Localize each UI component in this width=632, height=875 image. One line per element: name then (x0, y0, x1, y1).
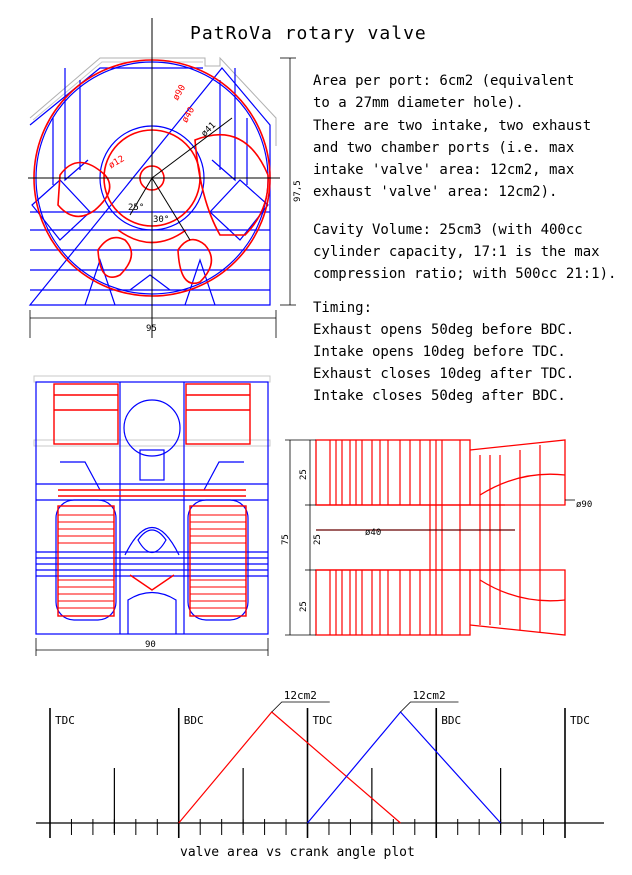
dim-label: ø90 (576, 500, 592, 510)
spec-line: Cavity Volume: 25cm3 (with 400cc (313, 222, 583, 238)
spec-line: Area per port: 6cm2 (equivalent (313, 73, 574, 89)
spec-line: to a 27mm diameter hole). (313, 95, 524, 111)
spec-notes: Area per port: 6cm2 (equivalent to a 27m… (313, 73, 616, 404)
plan-view: 90 (33, 375, 271, 656)
plot-peak-leader (271, 701, 330, 713)
plot-peak-label: 12cm2 (284, 689, 317, 702)
dim-label: ø41 (200, 121, 219, 140)
plot-marker-label: TDC (570, 714, 590, 727)
spec-line: Intake closes 50deg after BDC. (313, 388, 566, 404)
dim-label: ø40 (180, 106, 197, 125)
plot-caption: valve area vs crank angle plot (180, 845, 415, 860)
plot-peaks: 12cm2 12cm2 (271, 689, 459, 713)
side-view: 25 25 25 75 ø40 ø90 (281, 439, 592, 636)
dim-label: 25 (299, 601, 309, 612)
spec-line: Intake opens 10deg before TDC. (313, 344, 566, 360)
spec-line: and two chamber ports (i.e. max (313, 140, 574, 156)
spec-line: compression ratio; with 500cc 21:1). (313, 266, 616, 282)
plot-series-line (178, 711, 401, 824)
plot-marker-label: BDC (441, 714, 461, 727)
dim-label: 95 (146, 324, 157, 334)
plot-peak-leader (400, 701, 459, 713)
drawing-title: PatRoVa rotary valve (190, 23, 427, 44)
dim-label: 75 (281, 534, 291, 545)
valve-area-plot: TDC BDC TDC BDC TDC 12cm2 12cm2 valve area vs… (36, 689, 604, 860)
plot-marker-label: BDC (184, 714, 204, 727)
plan-housing (35, 381, 269, 635)
dim-label: ø12 (107, 154, 126, 171)
dim-label: ø90 (171, 83, 188, 102)
dim-label: 30° (153, 215, 169, 225)
plot-series (178, 711, 502, 824)
spec-line: Exhaust opens 50deg before BDC. (313, 322, 574, 338)
side-rotor (315, 439, 566, 636)
spec-line: exhaust 'valve' area: 12cm2). (313, 184, 557, 200)
center-lines (28, 18, 280, 338)
plot-peak-label: 12cm2 (412, 689, 445, 702)
plan-dimension (35, 638, 269, 656)
dim-label: 25 (313, 534, 323, 545)
spec-line: Exhaust closes 10deg after TDC. (313, 366, 574, 382)
front-view: ø90 ø40 ø41 ø12 25° 30° 97,5 95 (28, 18, 303, 338)
dim-label: 97,5 (293, 180, 303, 202)
spec-line: Timing: (313, 300, 372, 316)
side-dimensions (285, 439, 575, 636)
dim-label: 25 (299, 469, 309, 480)
plot-markers: TDC BDC TDC BDC TDC (49, 708, 590, 838)
plan-hatch (58, 514, 246, 609)
plot-marker-label: TDC (313, 714, 333, 727)
dim-label: 25° (128, 203, 144, 213)
housing-outline (28, 61, 271, 306)
dim-label: 90 (145, 640, 156, 650)
dim-label: ø40 (365, 528, 381, 538)
dimension-lines (29, 57, 296, 338)
spec-line: cylinder capacity, 17:1 is the max (313, 244, 600, 260)
plot-marker-label: TDC (55, 714, 75, 727)
plan-rotor (53, 383, 251, 617)
spec-line: There are two intake, two exhaust (313, 118, 591, 134)
spec-line: intake 'valve' area: 12cm2, max (313, 162, 574, 178)
side-hatch (329, 440, 541, 635)
plot-ticks (70, 768, 545, 835)
